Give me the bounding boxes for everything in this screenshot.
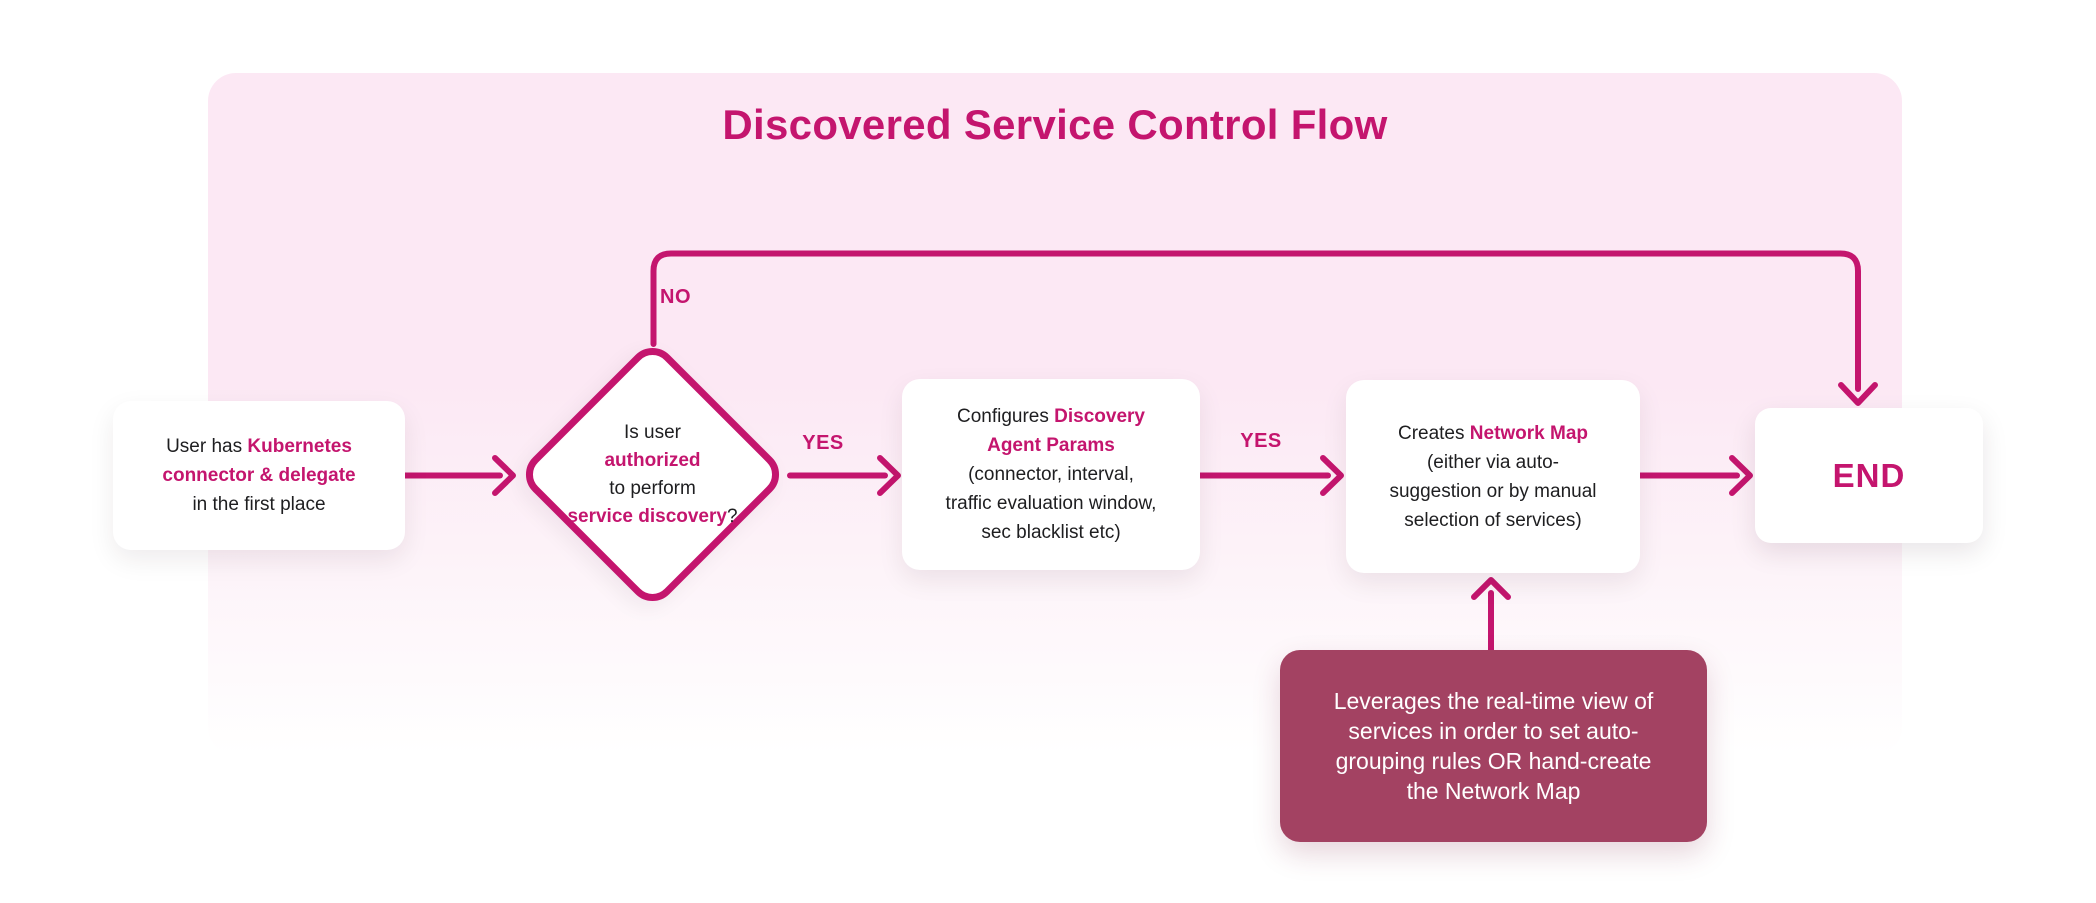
text-run: Kubernetes	[247, 436, 352, 457]
text-run: selection of services)	[1404, 509, 1582, 531]
text-run: in the first place	[192, 494, 326, 515]
node-end: END	[1755, 408, 1983, 543]
text-line: the Network Map	[1280, 776, 1707, 806]
text-run: Leverages the real-time view of	[1333, 688, 1654, 714]
text-run: service discovery	[567, 505, 727, 527]
text-run: Creates	[1397, 422, 1470, 444]
text-line: Agent Params	[902, 431, 1200, 460]
text-run: connector & delegate	[162, 465, 356, 486]
edge-label-yes-1: YES	[802, 432, 844, 454]
text-line: sec blacklist etc)	[902, 518, 1200, 547]
text-run: Network Map	[1469, 422, 1589, 444]
text-line: authorized	[528, 447, 778, 475]
node-start: User has Kubernetes connector & delegate…	[113, 401, 405, 550]
text-line: services in order to set auto-	[1280, 716, 1707, 746]
text-line: Leverages the real-time view of	[1280, 686, 1707, 716]
edge-label-no: NO	[660, 286, 691, 308]
text-run: (connector, interval,	[968, 464, 1134, 485]
node-decision: Is user authorized to perform service di…	[516, 338, 789, 611]
text-run: Discovery	[1054, 406, 1145, 427]
text-run: sec blacklist etc)	[981, 522, 1121, 543]
text-line: grouping rules OR hand-create	[1280, 746, 1707, 776]
text-line: (either via auto-	[1346, 448, 1640, 477]
text-line: Configures Discovery	[902, 402, 1200, 431]
text-line: (connector, interval,	[902, 460, 1200, 489]
text-run: ?	[726, 505, 738, 527]
text-run: authorized	[604, 449, 701, 471]
text-run: services in order to set auto-	[1348, 718, 1639, 744]
text-run: grouping rules OR hand-create	[1335, 748, 1652, 774]
text-line: to perform	[528, 475, 778, 503]
text-run: traffic evaluation window,	[945, 493, 1157, 514]
text-run: suggestion or by manual	[1389, 480, 1597, 502]
node-creates-network-map: Creates Network Map (either via auto- su…	[1346, 380, 1640, 573]
note-leverages-realtime-view: Leverages the real-time view of services…	[1280, 650, 1707, 842]
text-run: Is user	[623, 421, 682, 443]
text-line: Is user	[528, 419, 778, 447]
text-line: selection of services)	[1346, 506, 1640, 535]
text-run: User has	[166, 436, 248, 457]
decision-text: Is user authorized to perform service di…	[528, 419, 778, 531]
text-run: (either via auto-	[1426, 451, 1559, 473]
diagram-title: Discovered Service Control Flow	[722, 101, 1388, 148]
text-line: Creates Network Map	[1346, 419, 1640, 448]
text-line: service discovery?	[528, 503, 778, 531]
text-line: in the first place	[113, 490, 405, 519]
text-line: suggestion or by manual	[1346, 477, 1640, 506]
text-run: Agent Params	[987, 435, 1115, 456]
text-line: traffic evaluation window,	[902, 489, 1200, 518]
end-label: END	[1832, 457, 1906, 494]
node-configure-params: Configures Discovery Agent Params (conne…	[902, 379, 1200, 570]
text-run: Configures	[956, 406, 1055, 427]
text-run: the Network Map	[1406, 778, 1581, 804]
text-line: connector & delegate	[113, 461, 405, 490]
edge-label-yes-2: YES	[1240, 430, 1282, 452]
text-line: User has Kubernetes	[113, 432, 405, 461]
text-run: to perform	[609, 477, 696, 499]
